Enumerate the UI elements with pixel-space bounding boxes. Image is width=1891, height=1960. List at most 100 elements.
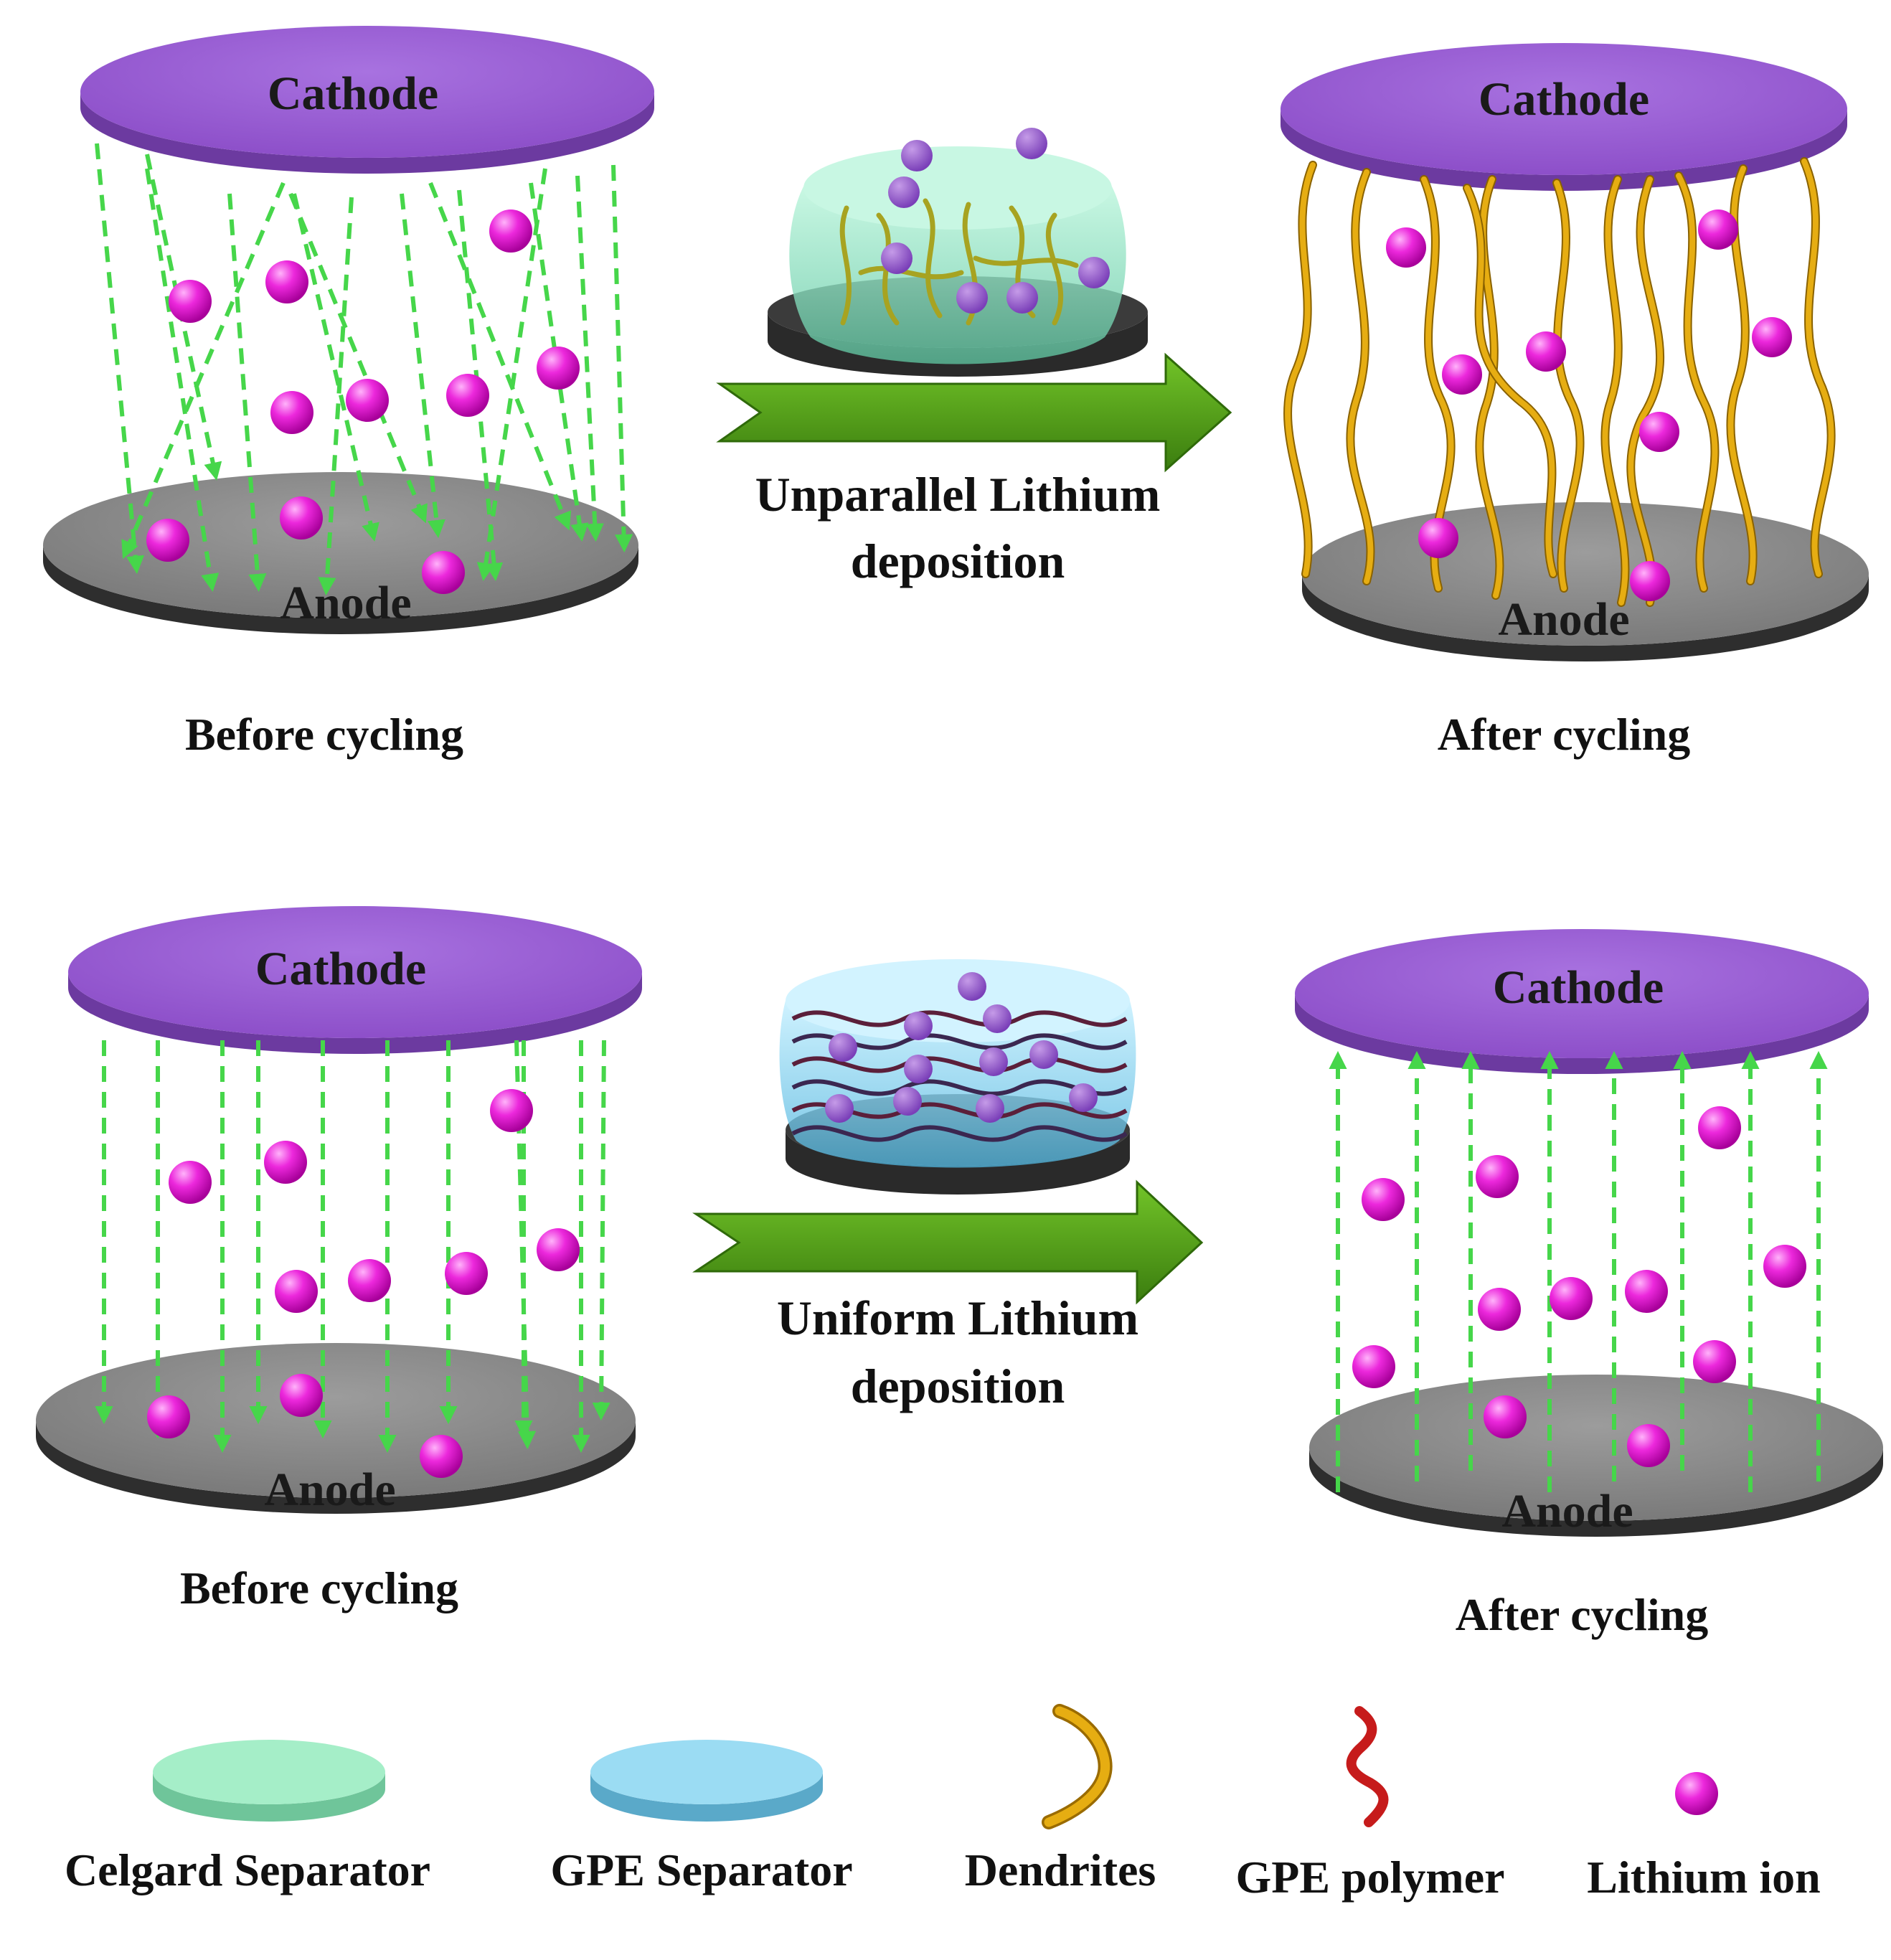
legend-label: Lithium ion (1587, 1852, 1820, 1903)
lithium-ion (888, 176, 920, 208)
lithium-ion (1484, 1395, 1527, 1438)
celgard-separator (789, 128, 1126, 364)
dendrite (1676, 173, 1718, 591)
anode-label: Anode (280, 577, 411, 629)
lithium-ion (169, 1161, 212, 1204)
caption-before-cycling: Before cycling (180, 1563, 458, 1613)
dendrite (1801, 159, 1834, 577)
lithium-ion (537, 1228, 580, 1271)
lithium-ion (1029, 1040, 1058, 1069)
lithium-ion (147, 1395, 190, 1438)
lithium-ion (1016, 128, 1047, 159)
lithium-ion (904, 1055, 933, 1083)
fiber (1045, 212, 1064, 326)
lithium-ion (1006, 282, 1038, 314)
lithium-ion (976, 1094, 1004, 1123)
anode-label: Anode (1498, 593, 1629, 646)
caption-after-cycling: After cycling (1438, 709, 1690, 760)
legend-label: Celgard Separator (65, 1844, 430, 1895)
lithium-ion (893, 1087, 922, 1116)
anode-label: Anode (1501, 1485, 1633, 1537)
lithium-ion (490, 1089, 533, 1132)
ion-path-arrow (400, 193, 445, 539)
fiber (923, 198, 943, 319)
arrow-label: deposition (851, 1359, 1065, 1413)
legend-label: Dendrites (965, 1844, 1156, 1895)
ion-path-arrow (95, 143, 145, 575)
legend-label: GPE Separator (550, 1844, 852, 1895)
caption-before-cycling: Before cycling (185, 709, 463, 760)
lithium-ion (348, 1259, 391, 1302)
lithium-ion (881, 242, 913, 274)
fiber (973, 255, 1079, 268)
lithium-ion (420, 1435, 463, 1478)
lithium-ion (1763, 1245, 1806, 1288)
polymer-chain (791, 1056, 1128, 1073)
anode-disc (36, 1343, 636, 1514)
cathode-disc (1281, 43, 1847, 191)
lithium-ion (280, 496, 323, 540)
anode-disc (1309, 1375, 1883, 1537)
cathode-disc (68, 906, 642, 1054)
ion-path-arrow (121, 182, 286, 560)
lithium-ion (146, 519, 189, 562)
lithium-ion (1627, 1424, 1670, 1467)
lithium-ion (270, 391, 313, 434)
lithium-ion (825, 1094, 854, 1123)
lithium-ion (1476, 1155, 1519, 1198)
lithium-ion (1478, 1288, 1521, 1331)
ion-path-arrow (292, 193, 379, 542)
cathode-disc (1295, 929, 1869, 1074)
lithium-ion (1418, 518, 1458, 558)
caption-after-cycling: After cycling (1456, 1589, 1708, 1640)
arrow-label: Uniform Lithium (777, 1291, 1138, 1345)
ion-path-arrow (428, 182, 572, 531)
lithium-ion (446, 374, 489, 417)
ion-path-arrow (592, 1040, 610, 1421)
lithium-ion (1526, 331, 1566, 372)
polymer-chain (791, 1125, 1128, 1142)
lithium-ion (275, 1270, 318, 1313)
lithium-ion (1698, 1106, 1741, 1149)
fiber (858, 265, 964, 280)
dendrite (1554, 180, 1583, 591)
lithium-ion (1386, 227, 1426, 268)
lithium-ion (1625, 1270, 1668, 1313)
deposition-arrow (692, 1179, 1204, 1305)
arrow-label: Unparallel Lithium (755, 467, 1161, 522)
lithium-ion (1352, 1345, 1395, 1388)
celgard-disc-icon (153, 1740, 385, 1822)
dendrite (1347, 169, 1374, 584)
lithium-ion (1550, 1277, 1593, 1320)
lithium-ion (901, 140, 933, 171)
gpe-separator (779, 959, 1136, 1168)
polymer-chain (791, 1010, 1128, 1027)
lithium-ion (1698, 209, 1738, 250)
lithium-ion (1675, 1772, 1718, 1815)
cathode-label: Cathode (255, 943, 426, 995)
lithium-ion (1630, 561, 1670, 601)
ion-path-arrow (145, 168, 220, 592)
dendrite-icon (1044, 1706, 1110, 1827)
anode-label: Anode (264, 1464, 395, 1516)
lithium-ion (1078, 257, 1110, 288)
legend-label: GPE polymer (1235, 1852, 1504, 1903)
cathode-label: Cathode (1479, 73, 1649, 126)
lithium-ion (1639, 412, 1679, 452)
lithium-ion (265, 260, 308, 303)
dendrite (1464, 185, 1556, 577)
lithium-ion (904, 1012, 933, 1040)
lithium-ion (1442, 354, 1482, 395)
ion-path-arrow (575, 175, 604, 542)
lithium-ion (346, 379, 389, 422)
cathode-label: Cathode (1493, 961, 1664, 1014)
lithium-ion (979, 1047, 1008, 1076)
lithium-ion (422, 551, 465, 594)
lithium-ion (1362, 1178, 1405, 1221)
lithium-ion (445, 1252, 488, 1295)
lithium-ion (983, 1004, 1011, 1033)
lithium-ion (1752, 317, 1792, 357)
ion-path-arrow (529, 182, 589, 542)
lithium-ion (958, 972, 986, 1001)
